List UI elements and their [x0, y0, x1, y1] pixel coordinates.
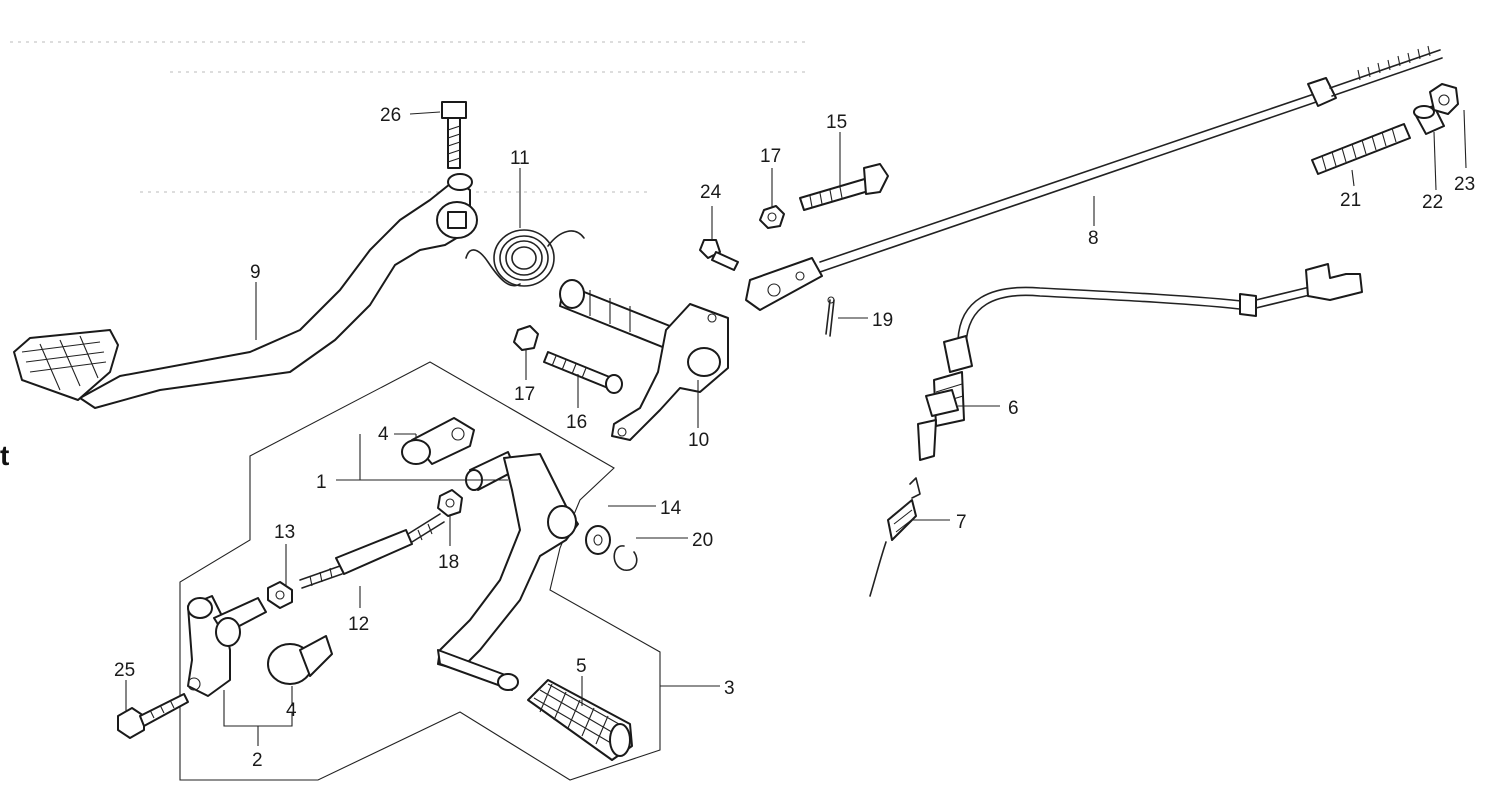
joint-part-22 — [1413, 105, 1445, 135]
bolt-part-16 — [543, 351, 623, 394]
clip-part-20 — [613, 545, 638, 571]
spring-part-21 — [1311, 123, 1411, 175]
bolt-part-26 — [441, 101, 467, 169]
nut-part-17-lower — [513, 325, 539, 351]
callout-4-lower: 4 — [286, 700, 297, 721]
callout-1: 1 — [316, 472, 327, 493]
callout-15: 15 — [826, 112, 847, 133]
callout-3: 3 — [724, 678, 735, 699]
cropped-edge-letter: t — [0, 440, 10, 471]
washer-part-14 — [585, 525, 611, 555]
adjuster-nut-part-23 — [1429, 83, 1459, 115]
callout-labels: 26 11 9 17 16 10 24 17 15 8 19 6 7 21 22… — [114, 105, 1475, 771]
pivot-shaft-part-10 — [559, 279, 729, 441]
callout-22: 22 — [1422, 192, 1443, 213]
brake-pedal-part-9 — [13, 173, 478, 409]
callout-8: 8 — [1088, 228, 1099, 249]
callout-17-lower: 17 — [514, 384, 535, 405]
callout-17-upper: 17 — [760, 146, 781, 167]
cotter-pin-part-19 — [825, 296, 835, 337]
callout-19: 19 — [872, 310, 893, 331]
callout-5: 5 — [576, 656, 587, 677]
callout-21: 21 — [1340, 190, 1361, 211]
callout-25: 25 — [114, 660, 135, 681]
return-spring-part-11 — [465, 229, 585, 287]
callout-14: 14 — [660, 498, 682, 519]
callout-12: 12 — [348, 614, 369, 635]
stop-switch-part-6 — [917, 263, 1363, 461]
brake-rod-part-8 — [745, 45, 1443, 311]
callout-13: 13 — [274, 522, 295, 543]
nut-part-13 — [267, 581, 293, 609]
leader-lines — [125, 109, 1467, 746]
scan-artifacts — [10, 41, 810, 193]
bolt-part-15 — [799, 163, 889, 211]
nut-part-17-upper — [759, 205, 785, 229]
bolt-part-25 — [117, 693, 189, 739]
assembly-outline — [179, 361, 661, 781]
ball-joint-part-4-lower — [267, 635, 333, 685]
ball-joint-part-4-upper — [401, 417, 475, 465]
callout-20: 20 — [692, 530, 713, 551]
callout-23: 23 — [1454, 174, 1475, 195]
callout-2: 2 — [252, 750, 263, 771]
callout-4-upper: 4 — [378, 424, 389, 445]
callout-7: 7 — [956, 512, 967, 533]
callout-24: 24 — [700, 182, 722, 203]
shift-pedal-part-3 — [437, 453, 579, 691]
callout-26: 26 — [380, 105, 401, 126]
switch-spring-part-7 — [869, 477, 921, 597]
rubber-part-5 — [527, 679, 633, 761]
callout-10: 10 — [688, 430, 709, 451]
callout-18: 18 — [438, 552, 459, 573]
pin-part-24 — [699, 239, 739, 271]
callout-9: 9 — [250, 262, 261, 283]
nut-part-18 — [437, 489, 463, 517]
callout-11: 11 — [510, 148, 530, 169]
callout-16: 16 — [566, 412, 587, 433]
tie-rod-part-12 — [299, 513, 445, 589]
callout-6: 6 — [1008, 398, 1019, 419]
lower-arm-part-2 — [187, 595, 267, 697]
